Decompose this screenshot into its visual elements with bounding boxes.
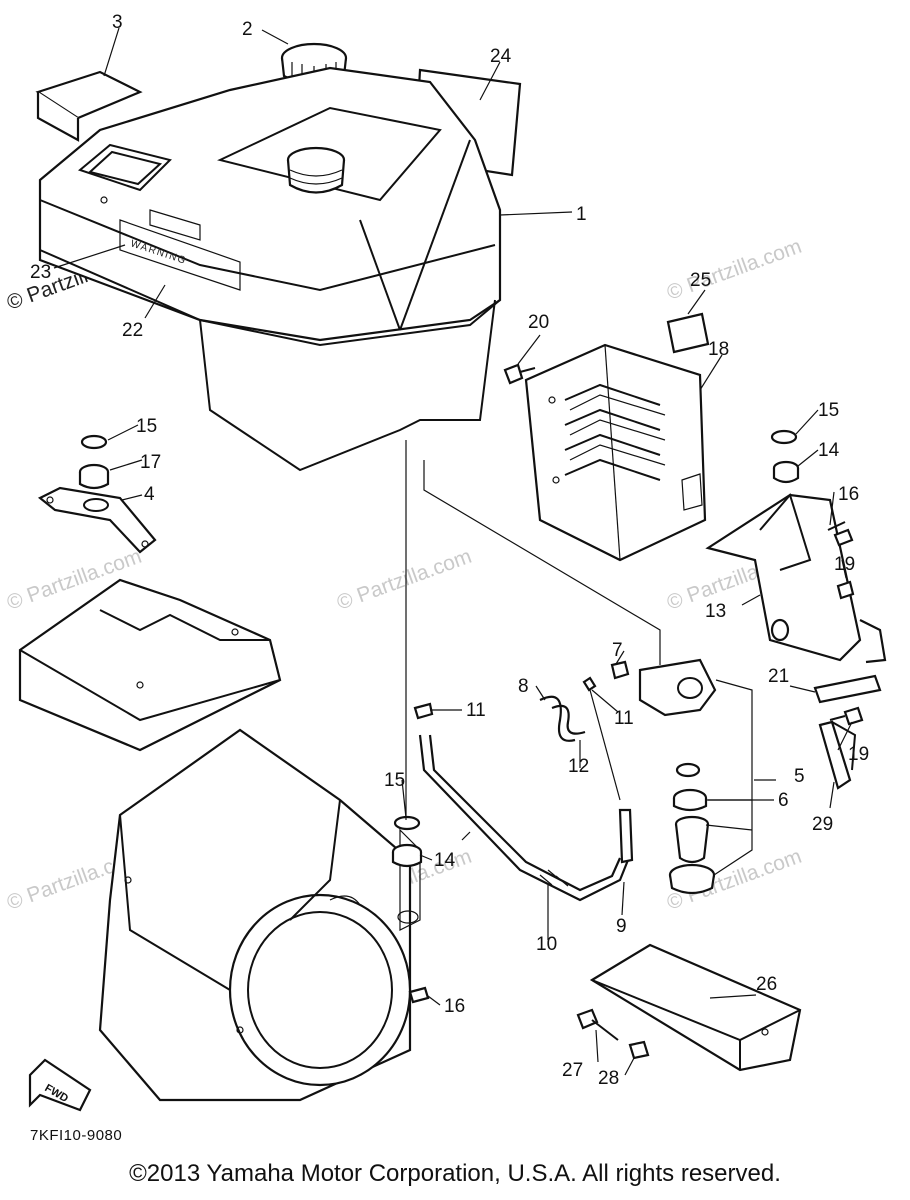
callout-11-lower: 11 xyxy=(614,708,634,729)
callout-21: 21 xyxy=(768,666,789,687)
part-bolt-19 xyxy=(829,706,864,726)
callout-13: 13 xyxy=(705,601,726,622)
callout-9: 9 xyxy=(616,916,627,937)
callout-27: 27 xyxy=(562,1060,583,1081)
part-grommet-center xyxy=(391,440,430,1004)
callout-22: 22 xyxy=(122,320,143,341)
part-cover-small xyxy=(35,70,143,142)
part-fuel-line xyxy=(418,734,630,902)
part-strainer xyxy=(668,679,753,895)
callout-19-upper: 19 xyxy=(834,554,855,575)
part-pad-21 xyxy=(813,674,882,704)
callout-15-left: 15 xyxy=(136,416,157,437)
fwd-arrow-icon: FWD xyxy=(28,1058,92,1112)
callout-16-lower: 16 xyxy=(444,996,465,1017)
part-bolts-27-28 xyxy=(576,1008,650,1060)
leader-lines xyxy=(53,27,853,1076)
callout-17: 17 xyxy=(140,452,161,473)
part-clip-29 xyxy=(818,720,857,790)
callout-20: 20 xyxy=(528,312,549,333)
callout-2: 2 xyxy=(242,19,253,40)
watermark: © Partzilla.com xyxy=(334,545,475,615)
part-cover-plate xyxy=(18,578,282,752)
callout-8: 8 xyxy=(518,676,529,697)
callout-18: 18 xyxy=(708,339,729,360)
callout-26: 26 xyxy=(756,974,777,995)
part-label-25 xyxy=(666,312,710,354)
callout-6: 6 xyxy=(778,790,789,811)
part-fan-shroud xyxy=(98,728,421,1102)
callout-15-center: 15 xyxy=(384,770,405,791)
callout-3: 3 xyxy=(112,12,123,33)
part-mount-left xyxy=(37,434,157,554)
callout-15-right: 15 xyxy=(818,400,839,421)
callout-12: 12 xyxy=(568,756,589,777)
part-bolt-20 xyxy=(503,363,536,385)
parts-diagram: © Partzilla.com © Partzilla.com © Partzi… xyxy=(4,12,887,1144)
part-clips-16 xyxy=(827,521,846,531)
callout-5: 5 xyxy=(794,766,805,787)
callout-7: 7 xyxy=(612,640,623,661)
callout-1: 1 xyxy=(576,204,587,225)
callouts: 1 2 3 4 5 6 7 8 9 10 11 11 12 13 14 14 1… xyxy=(30,12,869,1089)
callout-4: 4 xyxy=(144,484,155,505)
callout-29: 29 xyxy=(812,814,833,835)
callout-10: 10 xyxy=(536,934,557,955)
callout-25: 25 xyxy=(690,270,711,291)
callout-14-right: 14 xyxy=(818,440,840,461)
callout-16-right: 16 xyxy=(838,484,859,505)
callout-19-lower: 19 xyxy=(848,744,869,765)
callout-24: 24 xyxy=(490,46,512,67)
part-fuel-cock xyxy=(413,460,717,864)
callout-14-center: 14 xyxy=(434,850,456,871)
part-heat-shield xyxy=(524,343,707,562)
callout-11-upper: 11 xyxy=(466,700,486,721)
copyright-footer: ©2013 Yamaha Motor Corporation, U.S.A. A… xyxy=(129,1160,781,1187)
watermark: © Partzilla.com xyxy=(664,235,805,305)
part-under-cover xyxy=(589,943,802,1072)
part-fuel-tank: WARNING xyxy=(38,66,502,472)
callout-28: 28 xyxy=(598,1068,619,1089)
callout-23: 23 xyxy=(30,262,51,283)
diagram-part-code: 7KFI10-9080 xyxy=(30,1127,122,1144)
part-bracket-13 xyxy=(705,429,887,664)
